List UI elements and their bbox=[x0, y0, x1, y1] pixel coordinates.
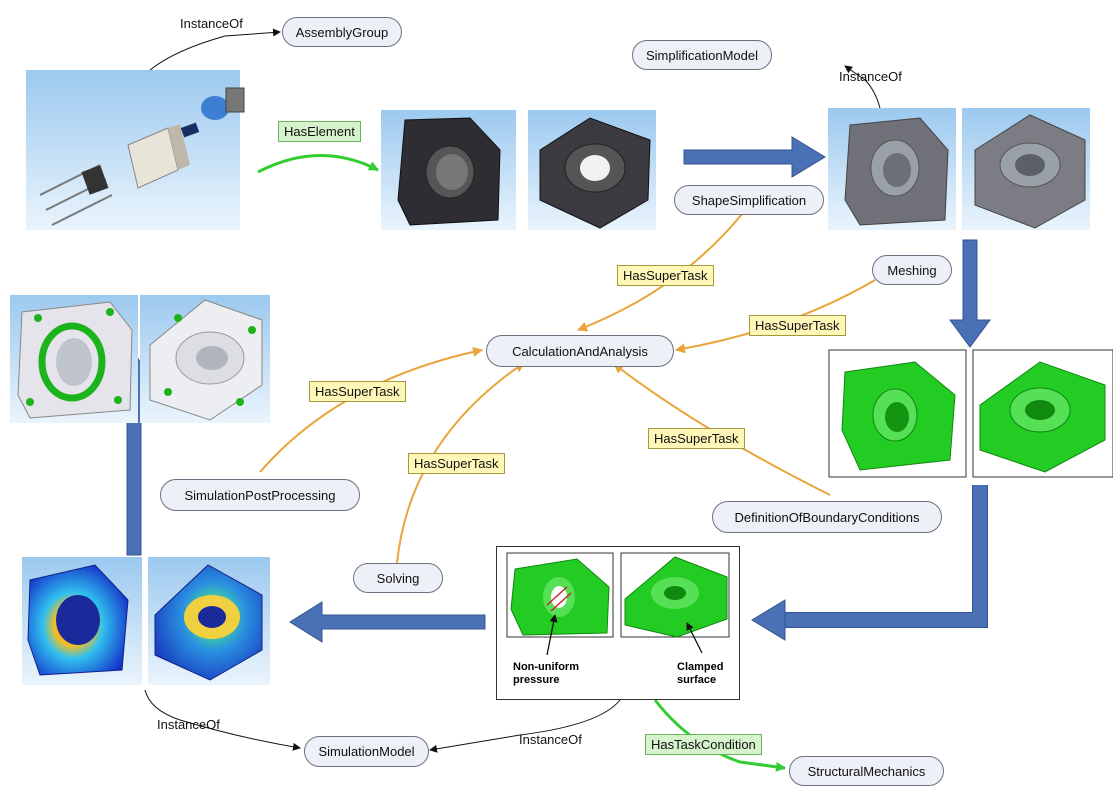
flow-arrow-mesh bbox=[949, 239, 991, 348]
label-instanceof-simplification: InstanceOf bbox=[839, 69, 902, 84]
supertask-solving-connector bbox=[396, 362, 525, 564]
node-definition-of-boundary-conditions: DefinitionOfBoundaryConditions bbox=[712, 501, 942, 533]
clamped-label: Clamped surface bbox=[677, 661, 724, 686]
flow-arrow-simplify bbox=[683, 136, 826, 178]
postproc-image-2 bbox=[140, 295, 270, 423]
assembly-image bbox=[26, 70, 245, 230]
node-meshing: Meshing bbox=[872, 255, 952, 285]
simplified-image-1 bbox=[828, 108, 956, 230]
result-image-2 bbox=[148, 557, 270, 685]
label-instanceof-assembly: InstanceOf bbox=[180, 16, 243, 31]
mesh-image-1 bbox=[828, 349, 967, 478]
simplified-image-2 bbox=[962, 108, 1090, 230]
tag-has-task-condition: HasTaskCondition bbox=[645, 734, 762, 755]
flow-arrow-solve bbox=[289, 601, 486, 643]
tag-supertask-boundary: HasSuperTask bbox=[648, 428, 745, 449]
part-image-1 bbox=[381, 110, 516, 230]
node-simulation-model: SimulationModel bbox=[304, 736, 429, 767]
postproc-image-1 bbox=[10, 295, 138, 423]
node-shape-simplification: ShapeSimplification bbox=[674, 185, 824, 215]
result-image-1 bbox=[22, 557, 142, 685]
node-solving: Solving bbox=[353, 563, 443, 593]
flow-arrow-conditions bbox=[780, 485, 987, 627]
has-element-connector bbox=[257, 154, 379, 174]
mesh-image-2 bbox=[972, 349, 1113, 478]
instanceof-simplification-connector bbox=[844, 65, 881, 109]
instanceof-result-connector bbox=[144, 689, 301, 751]
instanceof-condition-connector bbox=[429, 699, 621, 753]
label-instanceof-result: InstanceOf bbox=[157, 717, 220, 732]
node-calculation-and-analysis: CalculationAndAnalysis bbox=[486, 335, 674, 367]
instanceof-assembly-connector bbox=[149, 28, 281, 71]
node-assembly-group: AssemblyGroup bbox=[282, 17, 402, 47]
pressure-label: Non-uniform pressure bbox=[513, 661, 579, 686]
boundary-condition-panel: Non-uniform pressure Clamped surface bbox=[496, 546, 740, 700]
label-instanceof-condition: InstanceOf bbox=[519, 732, 582, 747]
tag-supertask-solving: HasSuperTask bbox=[408, 453, 505, 474]
node-simulation-post-processing: SimulationPostProcessing bbox=[160, 479, 360, 511]
tag-supertask-postprocessing: HasSuperTask bbox=[309, 381, 406, 402]
tag-supertask-meshing: HasSuperTask bbox=[749, 315, 846, 336]
part-image-2 bbox=[528, 110, 656, 230]
node-simplification-model: SimplificationModel bbox=[632, 40, 772, 70]
node-structural-mechanics: StructuralMechanics bbox=[789, 756, 944, 786]
tag-has-element: HasElement bbox=[278, 121, 361, 142]
tag-supertask-shape: HasSuperTask bbox=[617, 265, 714, 286]
